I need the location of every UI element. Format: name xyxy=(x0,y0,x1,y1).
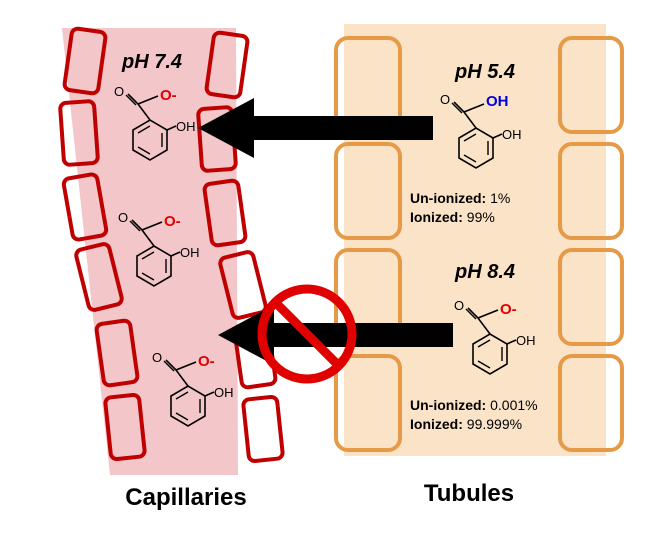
carboxyl-oxygen: O xyxy=(118,210,128,225)
hydroxyl-label: OH xyxy=(516,333,536,348)
salicylic-acid-molecule: O OH OH xyxy=(440,92,522,169)
capillary-wall-right xyxy=(196,30,285,464)
carboxylate-ion-label: O- xyxy=(160,87,177,104)
acidic-ionization-unionized: Un-ionized: 1% xyxy=(410,190,510,206)
unionized-value: 0.001% xyxy=(486,397,537,413)
arrow-left-icon xyxy=(218,305,453,365)
basic-ionization-ionized: Ionized: 99.999% xyxy=(410,416,522,432)
hydroxyl-label: OH xyxy=(214,385,234,400)
tubule-wall-right xyxy=(558,36,624,452)
carboxylate-ion-label: O- xyxy=(164,213,181,230)
acidic-ionization-ionized: Ionized: 99% xyxy=(410,209,495,225)
unionized-label: Un-ionized: xyxy=(410,190,486,206)
unionized-label: Un-ionized: xyxy=(410,397,486,413)
tubule-ph-label-acidic: pH 5.4 xyxy=(454,61,515,83)
basic-ionization-unionized: Un-ionized: 0.001% xyxy=(410,397,538,413)
carboxylate-ion-label: O- xyxy=(500,301,517,318)
hydroxyl-label: OH xyxy=(176,119,196,134)
salicylate-molecule-3: O O- OH xyxy=(152,350,234,427)
hydroxyl-label: OH xyxy=(180,245,200,260)
ionized-label: Ionized: xyxy=(410,209,463,225)
carboxyl-oxygen: O xyxy=(454,298,464,313)
carboxyl-oxygen: O xyxy=(152,350,162,365)
hydroxyl-label: OH xyxy=(502,127,522,142)
carboxyl-oxygen: O xyxy=(114,84,124,99)
capillary-wall-left xyxy=(58,26,147,462)
salicylate-molecule-1: O O- OH xyxy=(114,84,196,161)
ionized-label: Ionized: xyxy=(410,416,463,432)
ionized-value: 99% xyxy=(463,209,495,225)
salicylate-molecule-tubule: O O- OH xyxy=(454,298,536,375)
capillary-ph-label: pH 7.4 xyxy=(121,51,182,73)
unionized-value: 1% xyxy=(486,190,510,206)
tubule xyxy=(334,24,624,456)
carboxyl-oxygen: O xyxy=(440,92,450,107)
tubule-ph-label-basic: pH 8.4 xyxy=(454,261,515,283)
arrow-left-icon xyxy=(198,98,433,158)
prohibited-icon xyxy=(257,284,357,384)
carboxylic-acid-label: OH xyxy=(486,93,509,110)
capillaries-caption: Capillaries xyxy=(125,484,246,511)
carboxylate-ion-label: O- xyxy=(198,353,215,370)
salicylate-molecule-2: O O- OH xyxy=(118,210,200,287)
ionized-value: 99.999% xyxy=(463,416,522,432)
tubules-caption: Tubules xyxy=(424,480,514,507)
